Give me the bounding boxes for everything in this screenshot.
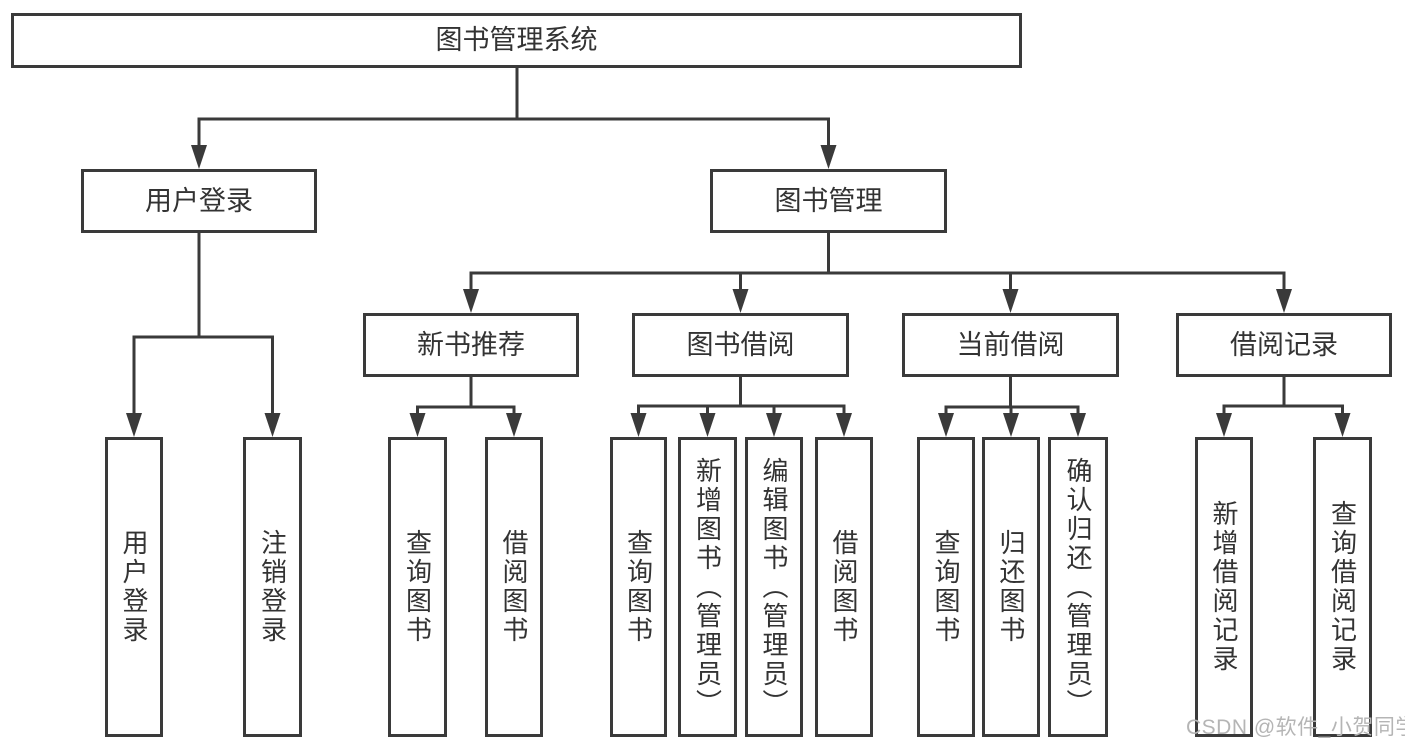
leaf-current-return-books: 归还图书 <box>982 437 1040 737</box>
arrowhead <box>1276 289 1292 313</box>
node-new-book-recommend: 新书推荐 <box>363 313 579 377</box>
arrowhead <box>506 413 522 437</box>
node-root: 图书管理系统 <box>11 13 1022 68</box>
arrowhead <box>1334 413 1351 437</box>
leaf-borrow-edit-books-admin: 编辑图书（管理员） <box>745 437 803 737</box>
leaf-records-query-record: 查询借阅记录 <box>1313 437 1372 737</box>
arrowhead <box>409 413 426 437</box>
node-user-login: 用户登录 <box>81 169 317 233</box>
arrowhead <box>1003 413 1019 437</box>
leaf-user-login: 用户登录 <box>105 437 163 737</box>
leaf-borrow-add-books-admin: 新增图书（管理员） <box>678 437 737 737</box>
connector-user-login-children <box>126 231 281 437</box>
leaf-logout: 注销登录 <box>243 437 302 737</box>
arrowhead <box>699 413 716 437</box>
arrowhead <box>463 289 479 313</box>
node-book-management: 图书管理 <box>710 169 947 233</box>
leaf-records-add-record: 新增借阅记录 <box>1195 437 1253 737</box>
arrowhead <box>836 413 852 437</box>
node-borrow-records: 借阅记录 <box>1176 313 1392 377</box>
connector-book-management-children <box>463 231 1292 313</box>
node-current-borrow: 当前借阅 <box>902 313 1119 377</box>
connector-borrow-records-children <box>1216 375 1351 437</box>
arrowhead <box>766 413 782 437</box>
arrowhead <box>191 145 207 169</box>
leaf-newbook-query-books: 查询图书 <box>388 437 447 737</box>
arrowhead <box>820 145 837 169</box>
leaf-current-query-books: 查询图书 <box>917 437 975 737</box>
arrowhead <box>938 413 954 437</box>
node-book-borrow: 图书借阅 <box>632 313 849 377</box>
connector-new-book-recommend-children <box>409 375 522 437</box>
arrowhead <box>732 289 749 313</box>
arrowhead <box>1070 413 1086 437</box>
arrowhead <box>630 413 647 437</box>
leaf-current-confirm-return-admin: 确认归还（管理员） <box>1048 437 1108 737</box>
watermark: CSDN @软件_小贺同学 <box>1186 716 1405 739</box>
connector-book-borrow-children <box>630 375 852 437</box>
leaf-borrow-query-books: 查询图书 <box>610 437 667 737</box>
arrowhead <box>126 413 142 437</box>
leaf-borrow-borrow-books: 借阅图书 <box>815 437 873 737</box>
connector-current-borrow-children <box>938 375 1086 437</box>
connector-root-to-level2 <box>191 66 837 169</box>
arrowhead <box>264 413 281 437</box>
arrowhead <box>1002 289 1019 313</box>
arrowhead <box>1216 413 1232 437</box>
leaf-newbook-borrow-books: 借阅图书 <box>485 437 543 737</box>
